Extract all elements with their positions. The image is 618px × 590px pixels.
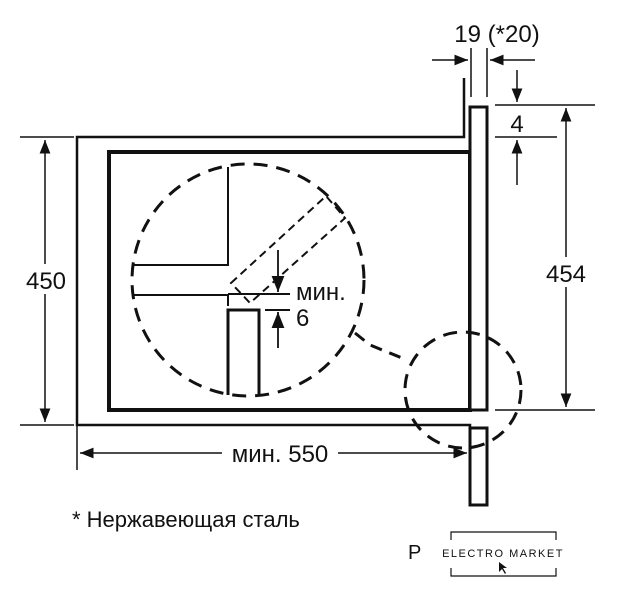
detail-panel (226, 308, 261, 395)
detail-lines (133, 167, 290, 311)
rotated-door-outline (229, 194, 347, 305)
dim-19-lines (432, 48, 535, 97)
lower-panel (468, 426, 489, 507)
electro-market-logo: P ELECTRO MARKET (408, 531, 564, 577)
cursor-icon (499, 562, 507, 574)
detail-circle (130, 162, 366, 398)
logo-letter: P (408, 542, 421, 564)
hinge-detail-circle (403, 330, 523, 450)
door-height-label: 454 (546, 261, 586, 288)
detail-connector (354, 331, 408, 362)
dim-4-lines (495, 70, 557, 185)
door-panel (468, 105, 489, 412)
min-label: мин. (296, 279, 346, 306)
footnote: * Нержавеющая сталь (72, 507, 300, 532)
oven-body (107, 150, 472, 412)
gap-width-label: 19 (*20) (454, 21, 539, 48)
min-depth-label: мин. 550 (232, 441, 329, 468)
top-offset-label: 4 (510, 111, 523, 138)
cabinet-height-label: 450 (26, 268, 66, 295)
logo-brand: ELECTRO MARKET (442, 548, 564, 560)
min-gap-value: 6 (296, 305, 309, 332)
